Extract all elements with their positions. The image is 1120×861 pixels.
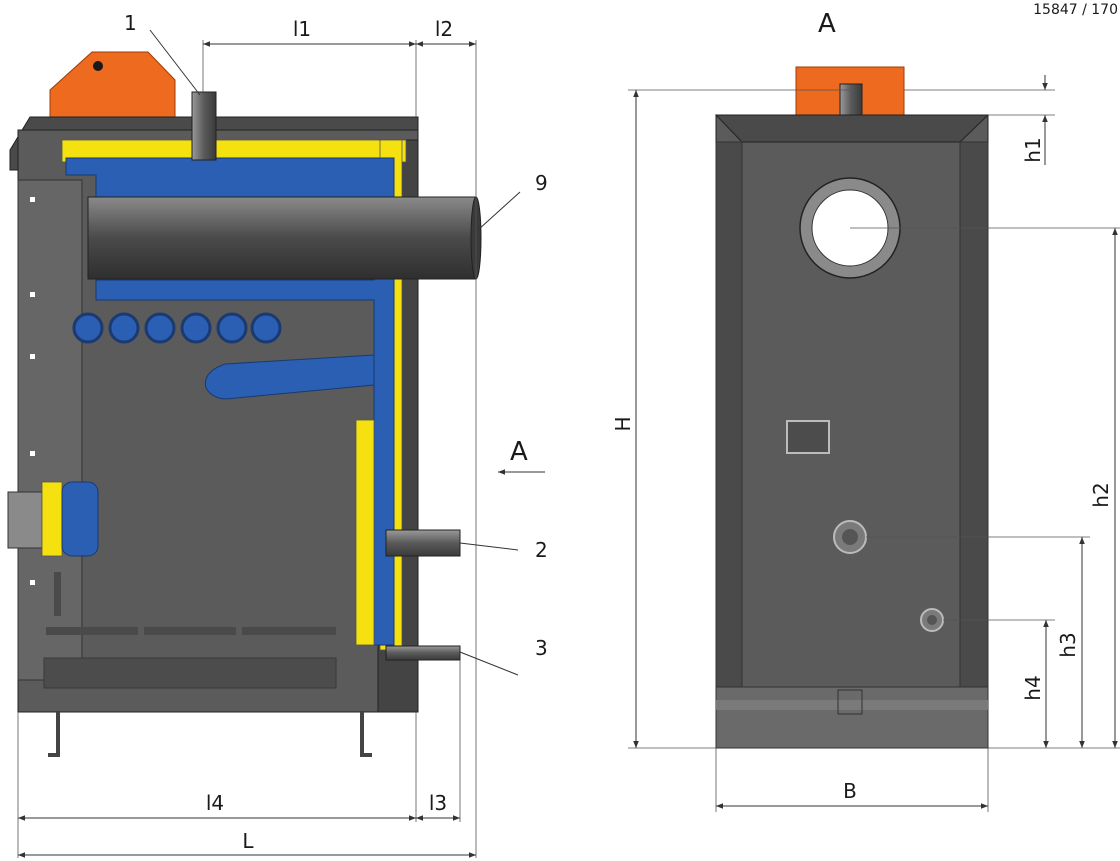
controller-knob (93, 61, 103, 71)
inner-insulation-strip (355, 419, 375, 646)
exchanger-tube (144, 312, 176, 344)
controller-unit (49, 51, 176, 118)
dim-label-h3: h3 (1056, 632, 1080, 657)
view-label: A (818, 9, 836, 39)
dim-label-l2: l2 (435, 17, 453, 41)
panel-marker (30, 197, 35, 202)
leg (48, 712, 60, 757)
vertical-slot (54, 572, 61, 616)
grate-bar (46, 627, 138, 635)
door-insulation (41, 481, 63, 557)
side-pillar (715, 141, 743, 688)
panel-marker (30, 451, 35, 456)
callouts: 1 9 2 3 (124, 11, 548, 676)
grate-bar (144, 627, 236, 635)
ash-pan (43, 657, 337, 689)
side-section-view (7, 51, 482, 757)
rear-view-dimensions: A H h1 h2 h3 h4 B 15847 / 170 (611, 2, 1120, 812)
dim-label-l4: l4 (206, 791, 224, 815)
door-water-jacket (61, 481, 99, 557)
exchanger-tube (72, 312, 104, 344)
dim-label-h1: h1 (1021, 137, 1045, 162)
inspection-window (786, 420, 830, 454)
dim-label-l1: l1 (293, 17, 311, 41)
return-nozzle (385, 645, 461, 661)
water-jacket (65, 157, 395, 646)
flue-pipe (87, 196, 477, 280)
top-outlet-pipe-rear (839, 83, 863, 119)
exchanger-tube (250, 312, 282, 344)
dim-label-B: B (843, 779, 857, 803)
panel-marker (30, 292, 35, 297)
base-plate (715, 686, 989, 749)
dim-label-h4: h4 (1021, 675, 1045, 700)
dim-label-h2: h2 (1089, 482, 1113, 507)
side-view-dimensions: l1 l2 l4 l3 L (17, 17, 477, 858)
door-handle-block (7, 491, 43, 549)
side-pillar (959, 141, 989, 688)
panel-marker (30, 354, 35, 359)
view-arrow-label: A (510, 437, 528, 467)
panel-marker (30, 580, 35, 585)
dim-label-H: H (611, 416, 635, 431)
supply-connection-core (842, 529, 858, 545)
top-bevel (714, 114, 990, 143)
callout-3: 3 (535, 636, 548, 660)
base-clip (837, 689, 863, 715)
dim-label-L: L (242, 829, 254, 853)
corner-text: 15847 / 170 (1033, 2, 1118, 18)
callout-2: 2 (535, 538, 548, 562)
supply-nozzle (385, 529, 461, 557)
grate-bar (242, 627, 336, 635)
callout-9: 9 (535, 171, 548, 195)
dim-label-l3: l3 (429, 791, 447, 815)
exchanger-tube (108, 312, 140, 344)
top-outlet-pipe (191, 91, 217, 161)
callout-1: 1 (124, 11, 137, 35)
base-strip (716, 700, 988, 710)
exchanger-tube (180, 312, 212, 344)
return-connection-core (927, 615, 937, 625)
rear-view-A (714, 66, 990, 749)
view-direction-indicator: A (498, 437, 545, 475)
leg (360, 712, 372, 757)
front-panel (17, 179, 83, 681)
baffle (204, 354, 375, 400)
exchanger-tube (216, 312, 248, 344)
